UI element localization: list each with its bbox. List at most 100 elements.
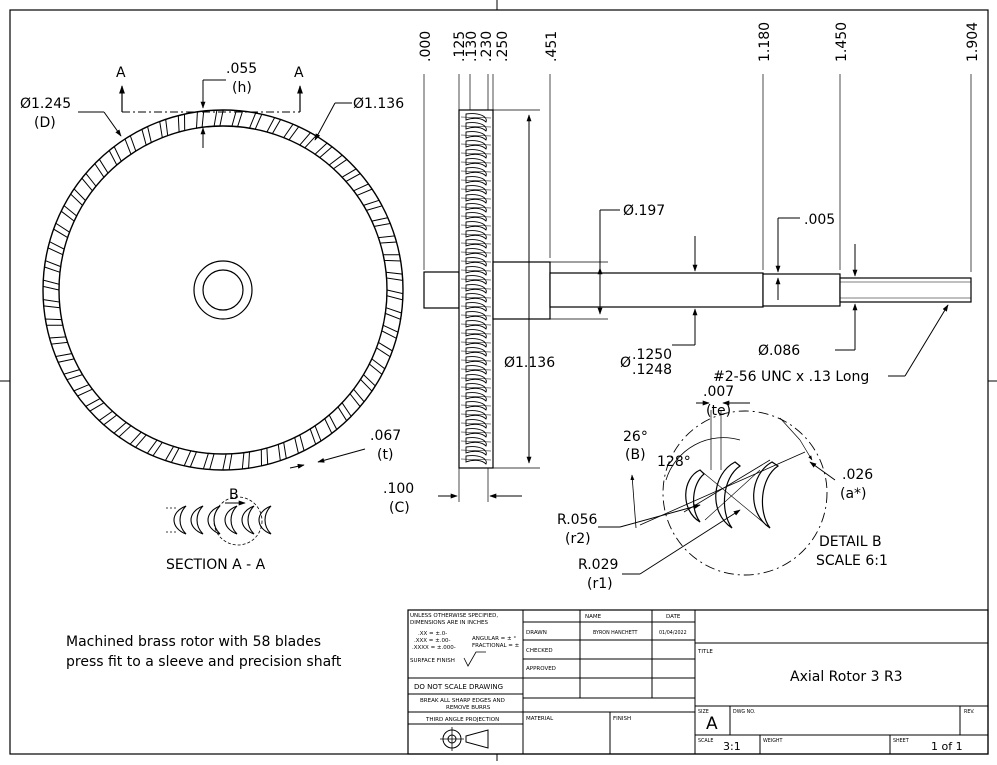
blade-profile bbox=[465, 284, 487, 294]
general-note-line2: press fit to a sleeve and precision shaf… bbox=[66, 654, 342, 670]
blade-profile-line bbox=[460, 296, 492, 299]
detail-blade bbox=[715, 461, 742, 529]
a-ext bbox=[799, 439, 813, 461]
hdr-date: DATE bbox=[666, 614, 681, 620]
r1-leader bbox=[639, 509, 741, 575]
sheet-value: 1 of 1 bbox=[931, 740, 963, 753]
scale-value: 3:1 bbox=[723, 740, 741, 753]
drawn-date: 01/04/2022 bbox=[659, 630, 687, 636]
blade-profile-line bbox=[460, 422, 492, 425]
detail-blade bbox=[685, 469, 705, 523]
blade-profile-line bbox=[460, 206, 492, 209]
rotor-outer-circle bbox=[42, 109, 404, 471]
detail-boundary bbox=[662, 410, 828, 576]
station-000: .000 bbox=[418, 31, 434, 62]
blade-profile-line bbox=[460, 332, 492, 335]
blade-profile-line bbox=[460, 440, 492, 443]
d-inner-dimension: Ø1.136 bbox=[353, 96, 404, 112]
checked-label: CHECKED bbox=[526, 648, 553, 654]
shaft-diameter-lower: .1248 bbox=[632, 362, 672, 378]
blade bbox=[377, 235, 398, 244]
blade-profile bbox=[465, 122, 487, 132]
section-blade bbox=[190, 505, 204, 535]
r2-dimension: R.056 bbox=[557, 512, 597, 528]
blade bbox=[42, 279, 60, 291]
tol-angular: ANGULAR = ± ° bbox=[472, 636, 516, 642]
detail-construction-line bbox=[699, 469, 771, 529]
tol-line2: DIMENSIONS ARE IN INCHES bbox=[410, 620, 488, 626]
section-hatch bbox=[166, 507, 176, 533]
blade bbox=[260, 447, 269, 467]
blade bbox=[248, 112, 263, 130]
shaft-bore-outer bbox=[193, 260, 253, 320]
hdr-name: NAME bbox=[585, 614, 602, 620]
blade-profile bbox=[465, 203, 487, 213]
blade-profile-line bbox=[460, 269, 492, 272]
blade-profile bbox=[465, 221, 487, 231]
blade-profile-line bbox=[460, 278, 492, 281]
blade bbox=[231, 109, 244, 128]
blade bbox=[375, 341, 394, 358]
station-125: .125 bbox=[452, 31, 468, 62]
blade bbox=[183, 450, 198, 468]
blade bbox=[44, 318, 64, 326]
shaft-diameter-upper: .1250 bbox=[632, 347, 672, 363]
blade bbox=[222, 453, 233, 471]
blade-profile-line bbox=[460, 188, 492, 191]
detail-scale: SCALE 6:1 bbox=[816, 553, 888, 569]
blade bbox=[177, 113, 186, 133]
section-mark-right: A bbox=[294, 65, 304, 81]
blade-profile bbox=[465, 392, 487, 402]
blade bbox=[371, 217, 392, 227]
blade bbox=[381, 324, 399, 340]
weight-label: WEIGHT bbox=[763, 738, 783, 744]
blade-profile bbox=[465, 275, 487, 285]
r1-dimension: R.029 bbox=[578, 557, 618, 573]
blade-profile bbox=[465, 230, 487, 240]
surface-finish-label: SURFACE FINISH bbox=[410, 658, 455, 664]
angle-b-dimension-sub: (B) bbox=[625, 447, 646, 463]
title-block-text: UNLESS OTHERWISE SPECIFIED, DIMENSIONS A… bbox=[410, 613, 975, 753]
blade-profile bbox=[465, 149, 487, 159]
blade-profile bbox=[465, 257, 487, 267]
rotor-hub-circle bbox=[58, 125, 388, 455]
station-1904: 1.904 bbox=[965, 22, 981, 62]
r1-dimension-sub: (r1) bbox=[587, 576, 613, 592]
left-stub bbox=[423, 271, 460, 309]
blade-profile-line bbox=[460, 377, 492, 380]
sheet-label: SHEET bbox=[893, 738, 909, 744]
shaft-step bbox=[762, 273, 841, 307]
break-edges-note: BREAK ALL SHARP EDGES AND bbox=[420, 698, 505, 704]
blade bbox=[195, 110, 205, 129]
section-view-label: SECTION A - A bbox=[166, 557, 266, 573]
d-outer-dimension-sub: (D) bbox=[34, 115, 56, 131]
blade-profile-line bbox=[460, 359, 492, 362]
blade-profile-line bbox=[460, 449, 492, 452]
blade bbox=[52, 222, 71, 239]
blade-profile bbox=[465, 293, 487, 303]
blade-profile bbox=[465, 311, 487, 321]
width-c-dimension: .100 bbox=[383, 481, 414, 497]
blade-profile-line bbox=[460, 431, 492, 434]
t-leader bbox=[289, 463, 305, 469]
a-leader bbox=[809, 461, 836, 481]
te-dimension: .007 bbox=[703, 384, 734, 400]
blade-profile bbox=[465, 266, 487, 276]
blade bbox=[48, 336, 69, 345]
blade-profile bbox=[465, 185, 487, 195]
blade bbox=[164, 445, 180, 464]
detail-b-mark: B bbox=[229, 487, 239, 503]
dwg-no-label: DWG NO. bbox=[733, 709, 755, 715]
detail-b-view: .007 (te) 26° (B) 128° .026 (a*) R.056 (… bbox=[557, 384, 888, 592]
blade bbox=[241, 451, 251, 470]
drawn-label: DRAWN bbox=[526, 630, 547, 636]
blade-profile bbox=[465, 212, 487, 222]
shaft-bore-inner bbox=[202, 269, 244, 311]
surface-finish-symbol bbox=[463, 651, 486, 667]
tip-diameter: Ø.086 bbox=[758, 343, 800, 359]
width-c-dimension-sub: (C) bbox=[389, 500, 410, 516]
blade-profile-line bbox=[460, 161, 492, 164]
a-ext bbox=[779, 417, 801, 441]
tol-fractional: FRACTIONAL = ± bbox=[472, 643, 520, 649]
